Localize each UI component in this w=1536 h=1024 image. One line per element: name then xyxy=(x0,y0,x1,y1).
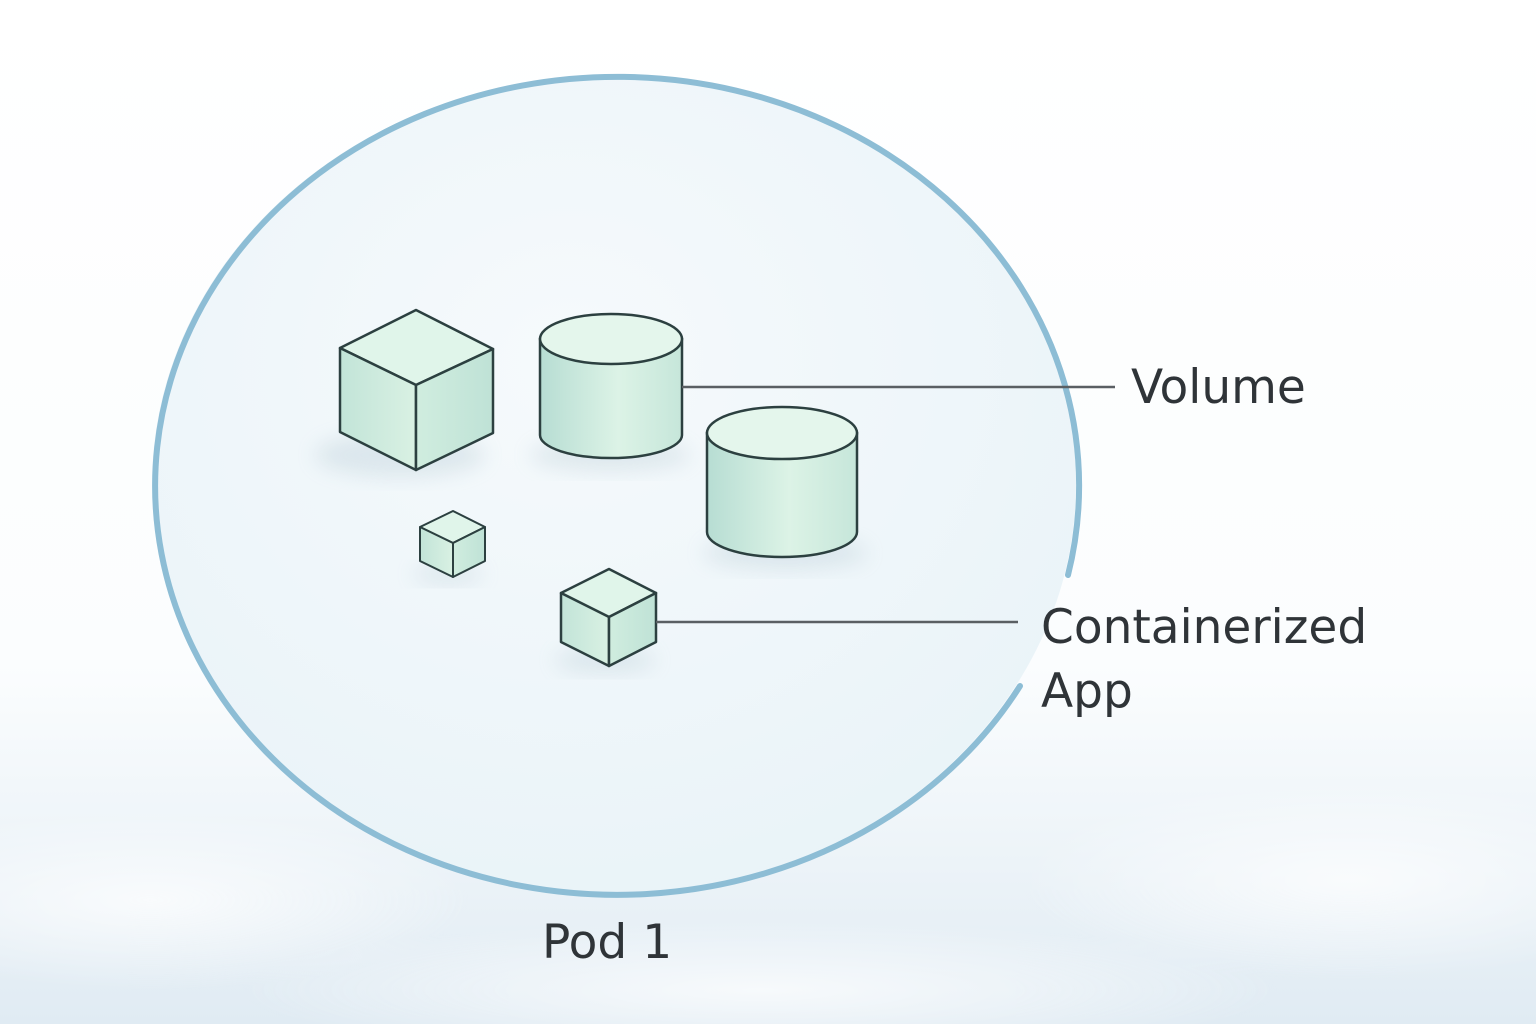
small-container-cube-icon xyxy=(419,510,486,578)
volume-cylinder-icon-2 xyxy=(705,405,859,559)
volume-cylinder-icon-1 xyxy=(538,312,684,460)
containerized-app-label-line1: Containerized xyxy=(1041,600,1367,655)
volume-label: Volume xyxy=(1131,360,1306,415)
containerized-app-label-line2: App xyxy=(1041,664,1133,719)
pod-label: Pod 1 xyxy=(542,915,672,970)
containerized-app-cube-icon xyxy=(559,567,658,668)
large-container-cube-icon xyxy=(338,308,495,472)
pod-boundary xyxy=(152,73,1083,898)
background-clouds xyxy=(0,780,1536,1024)
